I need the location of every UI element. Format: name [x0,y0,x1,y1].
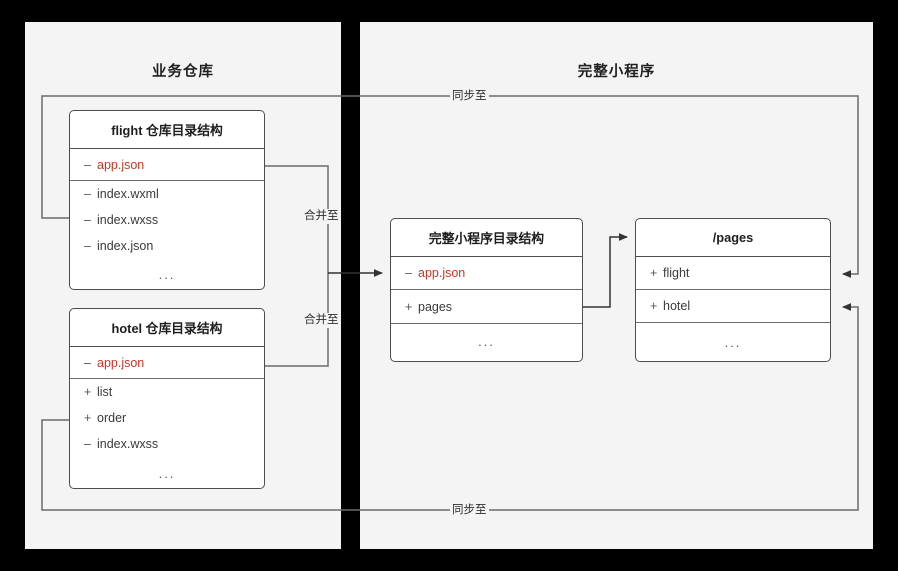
box-pages-title: /pages [636,219,830,257]
row-sign: + [405,299,413,314]
row-label: index.wxss [97,213,159,227]
edge-label-merge-flight: 合并至 [302,209,341,224]
row-label: app.json [418,266,466,280]
box-pages-ellipsis: ... [724,334,742,350]
box-hotel-row-app-json: – app.json [70,347,264,379]
box-pages-row-hotel: + hotel [636,290,830,323]
row-sign: – [84,187,91,201]
row-label: index.wxss [97,437,159,451]
box-mini-ellipsis: ... [478,334,495,349]
box-flight-row-app-json: – app.json [70,149,264,181]
row-label: index.wxml [97,187,159,201]
box-flight-row-index-wxss: – index.wxss [70,207,264,233]
row-label: index.json [97,239,154,253]
box-mini-title: 完整小程序目录结构 [391,219,582,257]
row-sign: – [84,239,91,253]
box-hotel-title: hotel 仓库目录结构 [70,309,264,347]
row-label: app.json [97,157,145,172]
box-flight-title: flight 仓库目录结构 [70,111,264,149]
row-label: flight [663,266,690,280]
box-flight-ellipsis: ... [158,266,176,282]
box-hotel-row-order: + order [70,405,264,431]
box-flight-repo: flight 仓库目录结构 – app.json – index.wxml – … [69,110,265,290]
row-label: hotel [663,299,691,313]
row-sign: – [84,157,91,172]
box-pages-row-flight: + flight [636,257,830,290]
panel-left-title: 业务仓库 [152,64,214,80]
box-pages-directory: /pages + flight + hotel ... [635,218,831,362]
row-sign: + [84,411,92,425]
row-sign: – [405,266,412,280]
row-sign: + [84,385,92,399]
box-hotel-repo: hotel 仓库目录结构 – app.json + list + order –… [69,308,265,489]
row-label: order [97,411,127,425]
edge-label-merge-hotel: 合并至 [302,313,341,328]
row-label: list [97,385,113,399]
box-hotel-row-list: + list [70,379,264,405]
box-hotel-ellipsis: ... [158,465,176,481]
row-sign: – [84,437,91,451]
edge-label-sync-bottom: 同步至 [450,503,489,518]
panel-right-title: 完整小程序 [577,64,656,80]
row-sign: + [650,299,658,313]
row-sign: – [84,213,91,227]
row-label: app.json [97,355,145,370]
row-sign: + [650,266,658,280]
box-mini-row-pages: + pages [391,290,582,324]
box-hotel-row-index-wxss: – index.wxss [70,431,264,457]
row-sign: – [84,355,91,370]
box-flight-row-index-wxml: – index.wxml [70,181,264,207]
box-mini-row-app-json: – app.json [391,257,582,290]
edge-label-sync-top: 同步至 [450,89,489,104]
box-flight-row-index-json: – index.json [70,233,264,259]
row-label: pages [418,299,453,314]
box-miniprogram-structure: 完整小程序目录结构 – app.json + pages ... [390,218,583,362]
